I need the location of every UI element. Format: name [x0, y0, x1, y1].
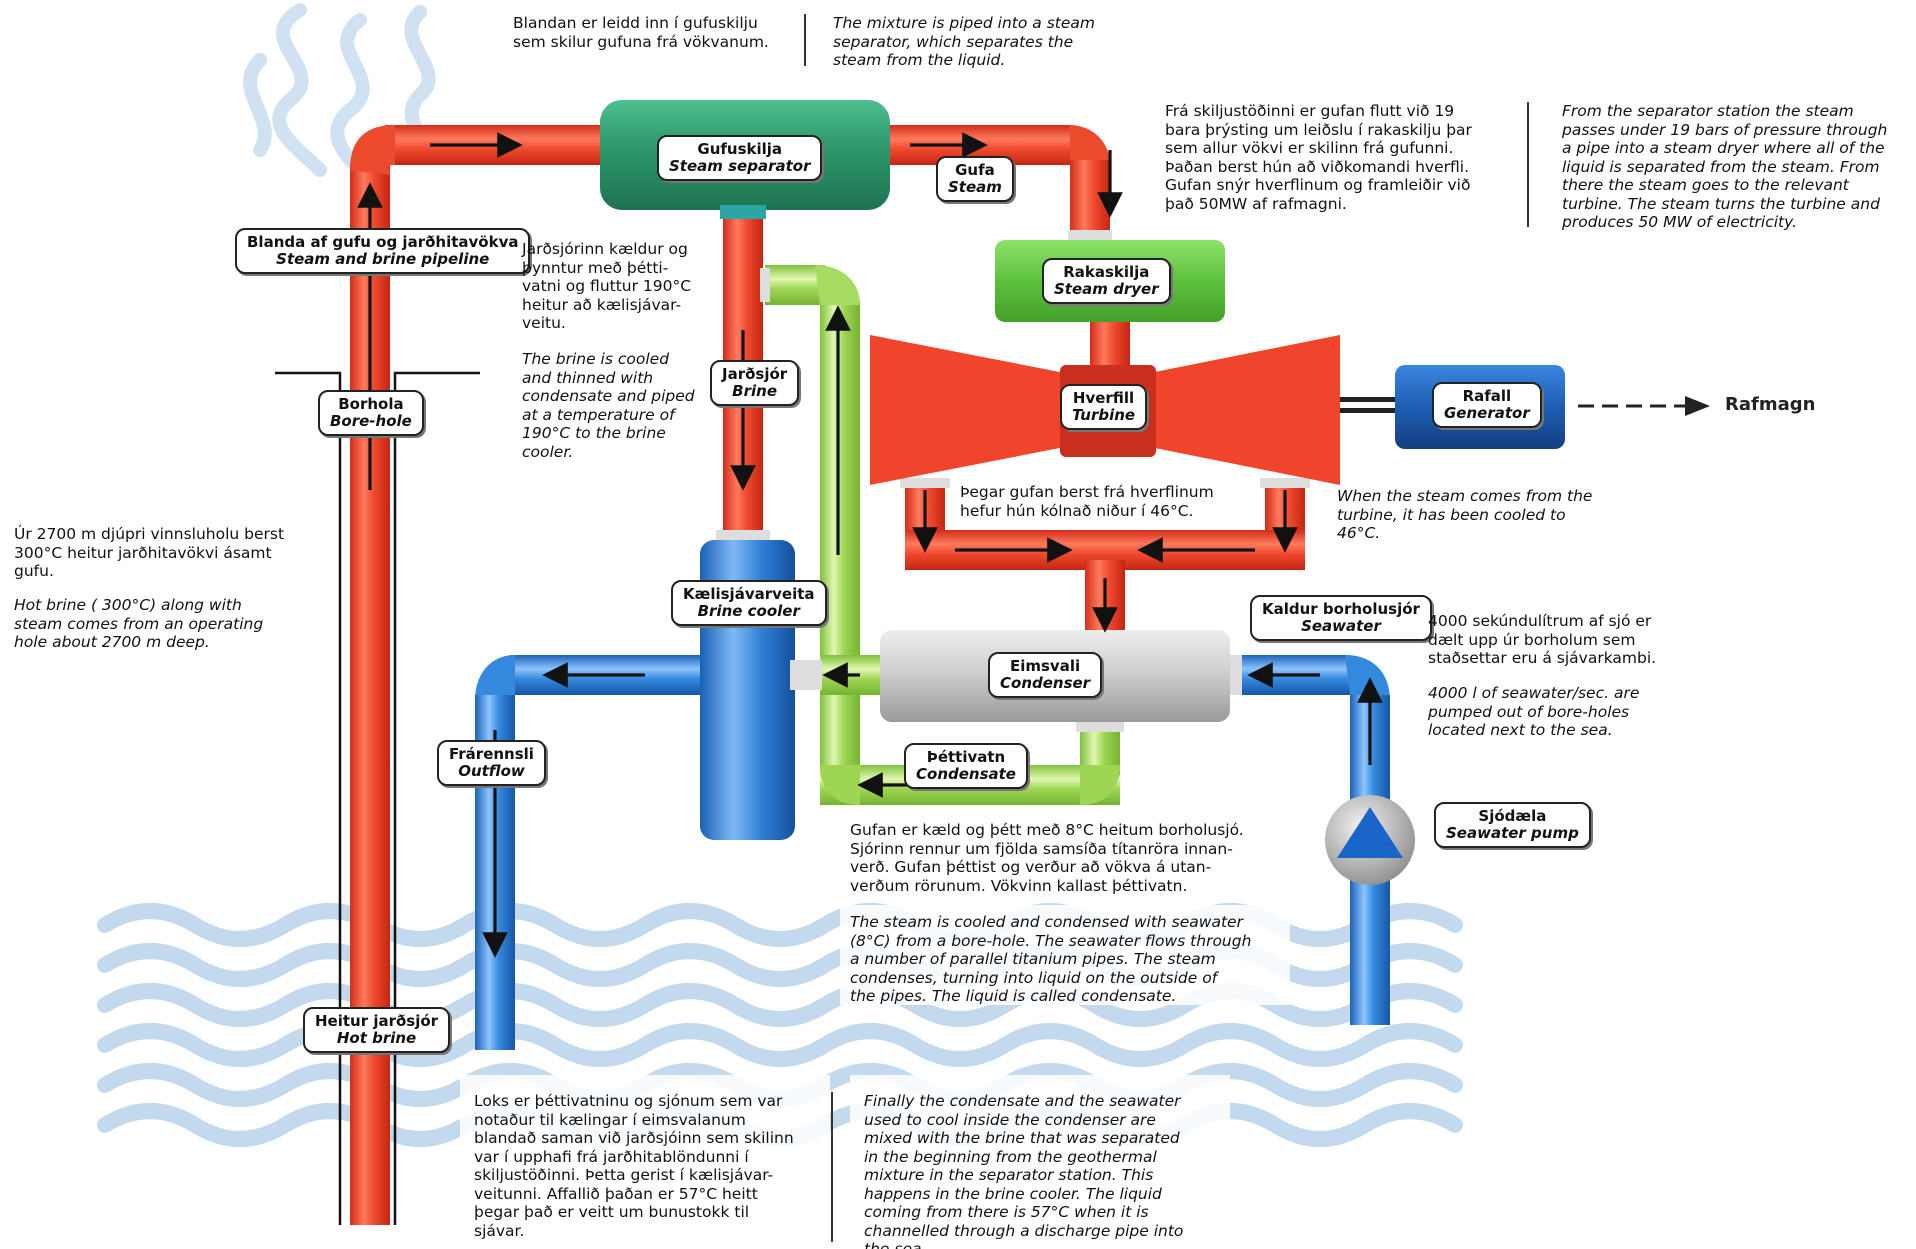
text-brine-cooled-en: The brine is cooled and thinned with con… [522, 350, 695, 461]
label-hot-brine-en: Hot brine [336, 1029, 417, 1047]
label-seawater-is: Kaldur borholusjór [1262, 600, 1420, 618]
text-finally-en: Finally the condensate and the seawater … [864, 1092, 1184, 1249]
label-condenser-is: Eimsvali [1009, 657, 1081, 675]
label-turbine-is: Hverfill [1072, 389, 1135, 407]
text-hot-brine-is: Úr 2700 m djúpri vinnsluholu berst 300°C… [14, 525, 285, 580]
label-steam-separator-is: Gufuskilja [697, 140, 783, 158]
flow-arrows [357, 132, 1383, 958]
seawater-pump [1325, 795, 1415, 885]
generator-shaft [1340, 397, 1396, 413]
label-hot-brine: Heitur jarðsjór Hot brine [303, 1007, 451, 1053]
label-outflow: Frárennsli Outflow [437, 740, 546, 786]
label-steam-dryer-en: Steam dryer [1054, 280, 1159, 298]
label-pipeline-is: Blanda af gufu og jarðhitavökva [247, 233, 519, 251]
label-steam-en: Steam [948, 178, 1002, 196]
label-brine-cooler: Kælisjávarveita Brine cooler [671, 580, 827, 626]
label-pipeline-en: Steam and brine pipeline [276, 250, 490, 268]
text-mixture-is: Blandan er leidd inn í gufuskilju sem sk… [513, 14, 769, 51]
label-seawater-pump-en: Seawater pump [1446, 824, 1579, 842]
label-brine-en: Brine [732, 382, 777, 400]
divider-bottom [831, 1092, 833, 1242]
text-hot-brine-en: Hot brine ( 300°C) along with steam come… [14, 596, 264, 651]
label-outflow-is: Frárennsli [449, 745, 534, 763]
label-borehole-en: Bore-hole [330, 412, 412, 430]
label-seawater: Kaldur borholusjór Seawater [1250, 595, 1432, 641]
text-turbine-cooled-en: When the steam comes from the turbine, i… [1337, 487, 1593, 542]
label-pipeline: Blanda af gufu og jarðhitavökva Steam an… [235, 228, 531, 274]
steam-plume [243, 3, 447, 187]
label-turbine: Hverfill Turbine [1060, 384, 1148, 430]
label-outflow-en: Outflow [458, 762, 525, 780]
label-condensate-en: Condensate [916, 765, 1016, 783]
label-condensate: Þéttivatn Condensate [904, 743, 1028, 789]
text-seawater-en: 4000 l of seawater/sec. are pumped out o… [1428, 684, 1640, 739]
label-brine: Jarðsjór Brine [710, 360, 800, 406]
divider-top [804, 14, 806, 66]
label-borehole-is: Borhola [338, 395, 404, 413]
label-borehole: Borhola Bore-hole [318, 390, 424, 436]
label-steam-is: Gufa [955, 161, 995, 179]
text-separator-station-is: Frá skiljustöðinni er gufan flutt við 19… [1165, 102, 1472, 213]
label-seawater-pump: Sjódæla Seawater pump [1434, 802, 1591, 848]
electricity-output-label: Rafmagn [1725, 394, 1816, 415]
label-brine-is: Jarðsjór [722, 365, 788, 383]
label-turbine-en: Turbine [1072, 406, 1136, 424]
label-condenser: Eimsvali Condenser [988, 652, 1103, 698]
label-steam-dryer: Rakaskilja Steam dryer [1042, 258, 1171, 304]
label-steam-dryer-is: Rakaskilja [1063, 263, 1150, 281]
label-brine-cooler-en: Brine cooler [697, 602, 800, 620]
text-finally-is: Loks er þéttivatninu og sjónum sem var n… [474, 1092, 794, 1240]
label-condensate-is: Þéttivatn [926, 748, 1006, 766]
label-brine-cooler-is: Kælisjávarveita [683, 585, 815, 603]
text-mixture-en: The mixture is piped into a steam separa… [833, 14, 1095, 69]
label-generator-is: Rafall [1462, 387, 1512, 405]
text-separator-station-en: From the separator station the steam pas… [1562, 102, 1888, 231]
text-brine-cooled-is: Jarðsjórinn kældur og þynntur með þétti-… [522, 240, 692, 332]
divider-right [1527, 102, 1529, 227]
label-seawater-pump-is: Sjódæla [1478, 807, 1547, 825]
label-steam-separator: Gufuskilja Steam separator [657, 135, 823, 181]
text-turbine-cooled-is: Þegar gufan berst frá hverflinum hefur h… [960, 483, 1214, 520]
label-steam: Gufa Steam [936, 156, 1014, 202]
power-output-arrow [1578, 396, 1710, 416]
text-seawater-is: 4000 sekúndulítrum af sjó er dælt upp úr… [1428, 612, 1657, 667]
label-condenser-en: Condenser [1000, 674, 1091, 692]
ground-lines [275, 371, 480, 1225]
label-generator: Rafall Generator [1432, 382, 1542, 428]
condensate-pipe [760, 265, 1124, 805]
label-hot-brine-is: Heitur jarðsjór [315, 1012, 439, 1030]
text-condense-is: Gufan er kæld og þétt með 8°C heitum bor… [850, 821, 1244, 895]
label-generator-en: Generator [1444, 404, 1530, 422]
text-condense-en: The steam is cooled and condensed with s… [850, 913, 1252, 1005]
label-seawater-en: Seawater [1301, 617, 1381, 635]
label-steam-separator-en: Steam separator [669, 157, 811, 175]
